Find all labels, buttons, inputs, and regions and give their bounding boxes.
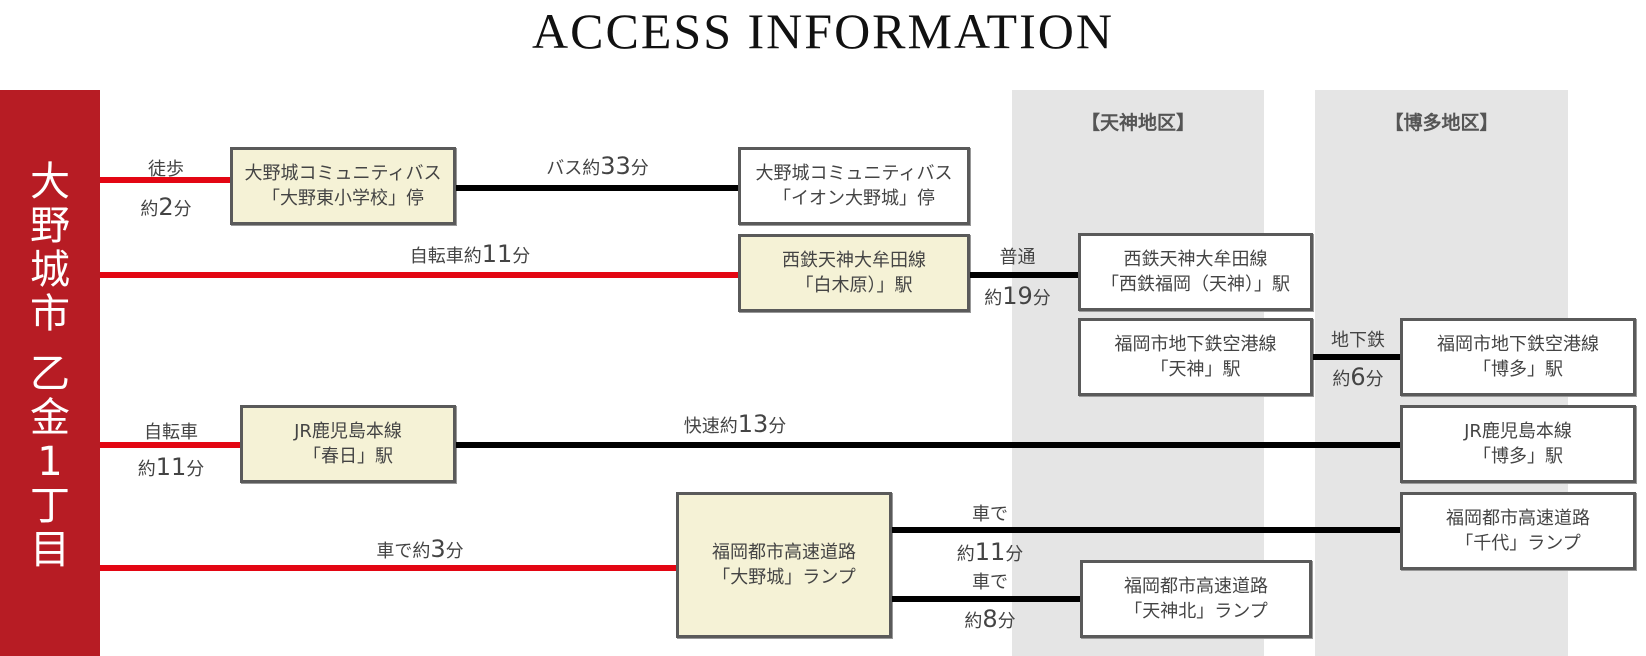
origin-gap [0,336,100,352]
local-train-line [970,272,1080,278]
station-shirakibaru: 西鉄天神大牟田線 「白木原）」駅 [738,234,970,312]
walk-line [100,177,232,183]
car2-time-label: 約11分 [956,538,1024,566]
station-line1: 福岡都市高速道路 [712,542,856,563]
bus-time-label: バス約33分 [546,152,649,180]
district-tenjin-label: 【天神地区】 [1080,112,1195,134]
station-line2: 「大野東小学校」停 [262,188,424,209]
rapid-line [456,442,1402,448]
walk-time-label: 約2分 [140,193,192,221]
bike-line-2 [100,442,242,448]
local-time-label: 約19分 [984,282,1051,310]
station-line2: 「白木原）」駅 [795,275,913,296]
bike-line-1 [100,272,740,278]
station-line2: 「千代」ランプ [1455,533,1581,554]
walk-mode-label: 徒歩 [148,159,184,180]
bike2-time-label: 約11分 [137,453,205,481]
origin-char: 市 [30,291,70,337]
station-line2: 「春日」駅 [303,446,393,467]
station-line1: 大野城コミュニティバス [755,163,953,184]
origin-char: 野 [30,203,70,249]
origin-label: 大 野 城 市 乙 金 1 丁 目 [0,160,100,572]
station-line1: JR鹿児島本線 [294,421,402,442]
station-line2: 「博多」駅 [1473,446,1563,467]
station-line1: 福岡市地下鉄空港線 [1114,334,1277,355]
car3-time-label: 約8分 [964,605,1016,633]
origin-char: 1 [37,439,63,485]
station-line2: 「天神北」ランプ [1124,601,1268,622]
subway-mode-label: 地下鉄 [1331,330,1385,351]
car3-mode-label: 車で [972,572,1008,593]
local-mode-label: 普通 [999,247,1036,268]
rapid-time-label: 快速約13分 [683,410,787,438]
ramp-onojo: 福岡都市高速道路 「大野城」ランプ [676,492,892,638]
ramp-tenjinkita: 福岡都市高速道路 「天神北」ランプ [1080,560,1312,638]
car-line-2 [892,527,1402,533]
origin-char: 乙 [30,351,70,397]
station-line2: 「天神」駅 [1150,359,1241,380]
station-line1: 福岡都市高速道路 [1124,576,1268,597]
origin-char: 大 [30,159,70,205]
station-line1: 西鉄天神大牟田線 [1123,249,1268,270]
bike2-mode-label: 自転車 [144,422,198,443]
station-subway-hakata: 福岡市地下鉄空港線 「博多」駅 [1400,318,1636,396]
bus-line [456,185,739,191]
origin-char: 城 [30,247,70,293]
origin-block: 大 野 城 市 乙 金 1 丁 目 [0,90,100,656]
station-nishitetsu-fukuoka: 西鉄天神大牟田線 「西鉄福岡（天神）」駅 [1078,233,1313,311]
page-title: ACCESS INFORMATION [532,3,1114,59]
car1-time-label: 車で約3分 [376,535,464,563]
station-onohigashi-stop: 大野城コミュニティバス 「大野東小学校」停 [230,147,456,225]
station-subway-tenjin: 福岡市地下鉄空港線 「天神」駅 [1078,318,1313,396]
station-kasuga: JR鹿児島本線 「春日」駅 [240,405,456,483]
car-line-3 [892,596,1082,602]
station-jr-hakata: JR鹿児島本線 「博多」駅 [1400,405,1636,483]
station-line2: 「博多」駅 [1473,359,1563,380]
origin-char: 金 [30,395,70,441]
district-hakata-label: 【博多地区】 [1384,112,1499,134]
station-aeon-onojo-stop: 大野城コミュニティバス 「イオン大野城」停 [738,147,970,225]
car-line-1 [100,565,678,571]
origin-char: 丁 [30,483,70,529]
subway-line [1313,354,1403,360]
bike1-time-label: 自転車約11分 [409,240,531,268]
ramp-chiyo: 福岡都市高速道路 「千代」ランプ [1400,492,1636,570]
station-line1: 福岡都市高速道路 [1446,508,1590,529]
car2-mode-label: 車で [972,504,1008,525]
station-line1: 福岡市地下鉄空港線 [1437,334,1599,355]
station-line2: 「大野城」ランプ [712,567,856,588]
station-line2: 「イオン大野城」停 [773,188,935,209]
origin-char: 目 [30,527,70,573]
subway-time-label: 約6分 [1332,363,1384,391]
station-line1: JR鹿児島本線 [1464,421,1572,442]
station-line1: 大野城コミュニティバス [244,163,442,184]
station-line1: 西鉄天神大牟田線 [782,250,926,271]
station-line2: 「西鉄福岡（天神）」駅 [1101,274,1290,295]
